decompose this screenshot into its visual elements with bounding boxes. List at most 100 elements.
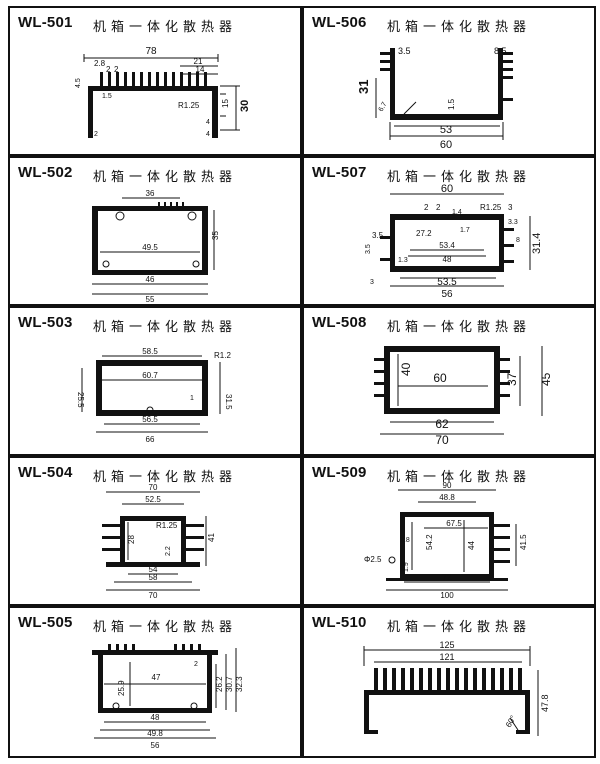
dim-label: 48 <box>151 713 160 722</box>
model-code: WL-510 <box>312 614 367 631</box>
dim-label: 55 <box>146 295 155 304</box>
dim-label: 2 <box>194 661 198 668</box>
dim-label: 54.2 <box>425 534 434 550</box>
product-title: 机箱一体化散热器 <box>387 470 532 485</box>
dim-label: 2 <box>424 203 429 212</box>
dim-label: 3.5 <box>398 46 411 56</box>
dim-label: 60 <box>441 183 453 195</box>
dim-label: 58.5 <box>142 347 158 356</box>
dim-label: 1.3 <box>398 257 408 264</box>
dim-label: 41.5 <box>519 534 528 550</box>
model-code: WL-503 <box>18 314 73 331</box>
dim-label: 4.5 <box>75 78 82 88</box>
dim-label: 53.4 <box>439 241 455 250</box>
dim-label: 2.2 <box>165 546 172 556</box>
dim-label: 49.5 <box>142 243 158 252</box>
model-code: WL-502 <box>18 164 73 181</box>
dim-label: 2 <box>114 65 119 74</box>
dim-label: 37 <box>505 372 519 386</box>
profile-drawing: 125 121 47.8 60° <box>363 640 550 736</box>
product-title: 机箱一体化散热器 <box>93 470 238 485</box>
dim-label: 6.7 <box>378 101 389 113</box>
dim-label: 48 <box>443 255 452 264</box>
dim-label: 1.7 <box>460 227 470 234</box>
model-code: WL-504 <box>18 464 73 481</box>
dim-label: 121 <box>439 652 454 662</box>
dim-label: 70 <box>149 591 158 600</box>
product-title: 机箱一体化散热器 <box>93 320 238 335</box>
panel-wl-502: WL-502 机箱一体化散热器 36 49.5 35 46 <box>8 156 302 306</box>
dim-label: 53 <box>440 124 452 136</box>
dim-label: 25.5 <box>76 392 85 408</box>
dim-label: 58 <box>149 573 158 582</box>
dim-label: 32.3 <box>235 676 244 692</box>
dim-label: 66 <box>146 435 155 444</box>
profile-drawing: 78 21 14 2.8 2 2 4.5 1.5 R1.25 15 30 2 4… <box>75 46 251 138</box>
dim-label: 2 <box>106 65 111 74</box>
dim-label: 60.7 <box>142 371 158 380</box>
panel-wl-507: WL-507 机箱一体化散热器 60 R1.25 2 2 <box>302 156 596 306</box>
dim-label: 60 <box>433 371 447 385</box>
panel-wl-504: WL-504 机箱一体化散热器 70 52.5 R1.2 <box>8 456 302 606</box>
panel-wl-503: WL-503 机箱一体化散热器 58.5 R1.2 60.7 25.5 <box>8 306 302 456</box>
dim-label: 125 <box>439 640 454 650</box>
dim-label: 14 <box>196 65 205 74</box>
dim-label: 53.5 <box>437 277 457 288</box>
dim-label: 21 <box>194 57 203 66</box>
dim-label: 100 <box>440 591 454 600</box>
dim-label: 31 <box>356 80 371 94</box>
dim-label: 3 <box>508 203 513 212</box>
dim-label: 2 <box>436 203 441 212</box>
dim-label: 4 <box>206 131 210 138</box>
dim-label: 56 <box>441 289 453 300</box>
dim-label: 67.5 <box>446 519 462 528</box>
model-code: WL-501 <box>18 14 73 31</box>
dim-label: 1 <box>190 395 194 402</box>
dim-label: 8.5 <box>494 46 507 56</box>
dim-label: 3.3 <box>508 219 518 226</box>
profile-drawing: 58.5 R1.2 60.7 25.5 31.5 1 56.5 66 <box>76 347 233 444</box>
dim-label: 31.5 <box>224 394 233 410</box>
dim-label: 46 <box>146 275 155 284</box>
dim-label: 44 <box>467 541 476 550</box>
dim-label: Φ2.5 <box>364 555 382 564</box>
product-title: 机箱一体化散热器 <box>93 20 238 35</box>
model-code: WL-507 <box>312 164 367 181</box>
dim-label: 4 <box>206 119 210 126</box>
product-title: 机箱一体化散热器 <box>387 170 532 185</box>
dim-label: 26.2 <box>215 676 224 692</box>
panel-wl-505: WL-505 机箱一体化散热器 47 <box>8 606 302 758</box>
dim-label: 1.9 <box>403 562 410 572</box>
dim-label: 56 <box>151 741 160 750</box>
dim-label: R1.2 <box>214 351 231 360</box>
dim-label: 25.9 <box>117 680 126 696</box>
dim-label: 36 <box>146 189 155 198</box>
dim-label: 48.8 <box>439 493 455 502</box>
model-code: WL-509 <box>312 464 367 481</box>
dim-label: 15 <box>221 99 230 108</box>
panel-wl-508: WL-508 机箱一体化散热器 40 60 37 45 <box>302 306 596 456</box>
panel-wl-509: WL-509 机箱一体化散热器 90 <box>302 456 596 606</box>
profile-drawing: 40 60 37 45 62 70 <box>374 346 553 447</box>
profile-drawing: 70 52.5 R1.25 28 2.2 41 54 58 70 <box>102 483 216 600</box>
dim-label: 27.2 <box>416 229 432 238</box>
dim-label: 40 <box>399 362 413 376</box>
dim-label: 35 <box>211 231 220 240</box>
dim-label: 30.7 <box>225 676 234 692</box>
dim-label: 47 <box>152 673 161 682</box>
dim-label: 28 <box>127 535 136 544</box>
model-code: WL-506 <box>312 14 367 31</box>
dim-label: 3.5 <box>372 231 384 240</box>
dim-label: 2.8 <box>400 537 410 544</box>
dim-label: 41 <box>207 533 216 542</box>
product-title: 机箱一体化散热器 <box>93 170 238 185</box>
dim-label: 30 <box>239 100 251 112</box>
dim-label: R1.25 <box>156 521 178 530</box>
product-title: 机箱一体化散热器 <box>93 620 238 635</box>
product-title: 机箱一体化散热器 <box>387 320 532 335</box>
dim-label: R1.25 <box>480 203 502 212</box>
dim-label: 1.4 <box>452 209 462 216</box>
product-title: 机箱一体化散热器 <box>387 20 532 35</box>
panel-wl-510: WL-510 机箱一体化散热器 125 <box>302 606 596 758</box>
